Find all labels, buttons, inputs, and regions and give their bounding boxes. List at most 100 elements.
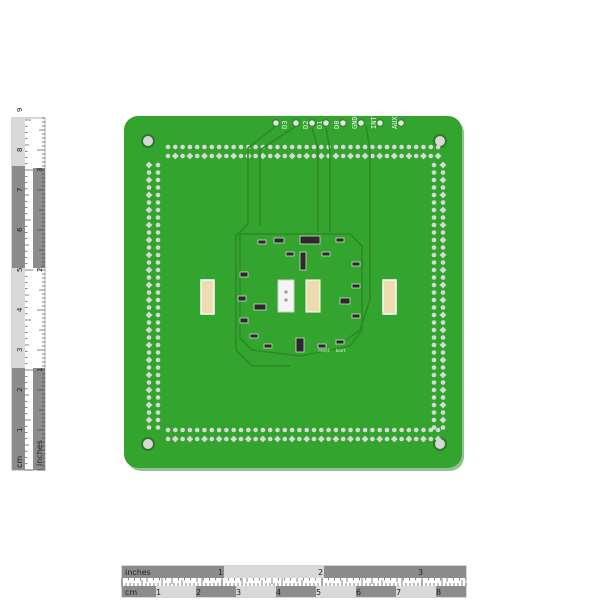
trace-int	[345, 125, 371, 341]
horizontal-ruler-cm-number: 3	[236, 588, 241, 597]
header-pin	[146, 245, 152, 250]
sensor-pad-dot	[284, 290, 288, 294]
header-pin	[155, 372, 161, 378]
header-pin	[146, 395, 152, 400]
header-pin	[406, 427, 412, 433]
smd-component	[351, 283, 361, 289]
header-pin	[413, 427, 419, 433]
header-pin	[155, 417, 161, 423]
smd-component	[295, 337, 305, 353]
smd-components	[237, 235, 361, 353]
header-pin	[145, 206, 153, 214]
header-pin	[146, 425, 152, 430]
header-pin	[392, 427, 397, 433]
header-pin	[431, 380, 437, 385]
header-pin	[413, 436, 419, 442]
header-pin	[146, 170, 152, 175]
header-pin	[431, 327, 437, 333]
header-pin	[282, 144, 288, 150]
smd-component	[257, 239, 267, 245]
header-pin	[440, 335, 446, 340]
header-pin	[155, 320, 161, 325]
header-pin	[180, 427, 185, 433]
header-pin	[440, 185, 446, 190]
signal-pad	[272, 119, 280, 127]
horizontal-ruler-cm-number: 8	[436, 588, 441, 597]
vertical-ruler-inch-number: 3	[36, 168, 44, 172]
header-pin	[145, 416, 153, 424]
header-pin	[145, 386, 153, 394]
header-pin	[440, 215, 446, 220]
header-pin	[399, 144, 404, 150]
header-pin	[267, 427, 273, 433]
vertical-ruler-cm-label: cm	[15, 456, 24, 468]
header-pin	[420, 435, 427, 443]
header-pin	[165, 427, 171, 433]
header-pin	[216, 144, 222, 150]
header-pin	[155, 170, 161, 175]
header-pin	[347, 435, 354, 443]
header-pin	[440, 290, 446, 295]
smd-component	[335, 237, 345, 243]
header-pin	[230, 152, 238, 160]
header-pin	[194, 427, 200, 433]
header-pin	[428, 144, 434, 150]
mounting-hole-top-right	[433, 134, 447, 148]
header-pin	[431, 395, 437, 400]
mounting-hole-top-left	[141, 134, 155, 148]
header-pin	[275, 144, 280, 150]
header-pin	[439, 281, 447, 289]
header-pin	[259, 152, 267, 160]
header-pin	[317, 152, 325, 160]
header-pin	[435, 427, 441, 433]
header-pin	[431, 200, 437, 205]
header-pin	[288, 152, 296, 160]
header-pin	[431, 290, 437, 295]
pin-label-d0: D0	[333, 121, 341, 129]
header-pin	[431, 162, 437, 168]
header-pin	[274, 435, 281, 443]
header-pin	[145, 371, 153, 379]
header-pin	[431, 245, 437, 250]
smd-component	[285, 251, 295, 257]
header-pin	[376, 152, 384, 160]
header-pin	[431, 185, 437, 190]
header-pin	[230, 435, 238, 443]
header-pin	[431, 192, 437, 198]
header-pin	[155, 290, 161, 295]
sensor-pad-dot	[284, 298, 288, 302]
header-pin	[370, 153, 375, 159]
vertical-ruler-cm-number: 2	[16, 388, 24, 392]
header-pin	[439, 161, 447, 169]
signal-pad	[292, 119, 300, 127]
header-pin	[297, 144, 302, 150]
header-pin	[145, 161, 153, 169]
header-pin	[311, 153, 317, 159]
header-pin	[238, 427, 244, 433]
header-pin	[165, 153, 171, 159]
header-pin	[399, 153, 404, 159]
header-pin	[259, 435, 267, 443]
header-pin	[440, 365, 446, 370]
header-pin	[155, 425, 161, 430]
header-pin	[431, 305, 437, 310]
header-pin	[155, 350, 161, 355]
header-pin	[146, 335, 152, 340]
header-pin	[253, 153, 258, 159]
header-pin	[332, 435, 340, 443]
horizontal-ruler-inch-number: 3	[418, 568, 423, 577]
header-pin	[201, 435, 208, 443]
vertical-ruler-cm-band	[33, 168, 45, 268]
header-pin	[155, 245, 161, 250]
smd-component	[351, 313, 361, 319]
signal-pad	[339, 119, 347, 127]
header-pin	[326, 436, 331, 442]
header-pin	[440, 350, 446, 355]
header-pin	[155, 402, 161, 408]
header-pin	[333, 144, 339, 150]
header-pin	[421, 427, 426, 433]
header-pin	[224, 153, 229, 159]
header-pin	[431, 335, 437, 340]
header-pin	[297, 436, 302, 442]
